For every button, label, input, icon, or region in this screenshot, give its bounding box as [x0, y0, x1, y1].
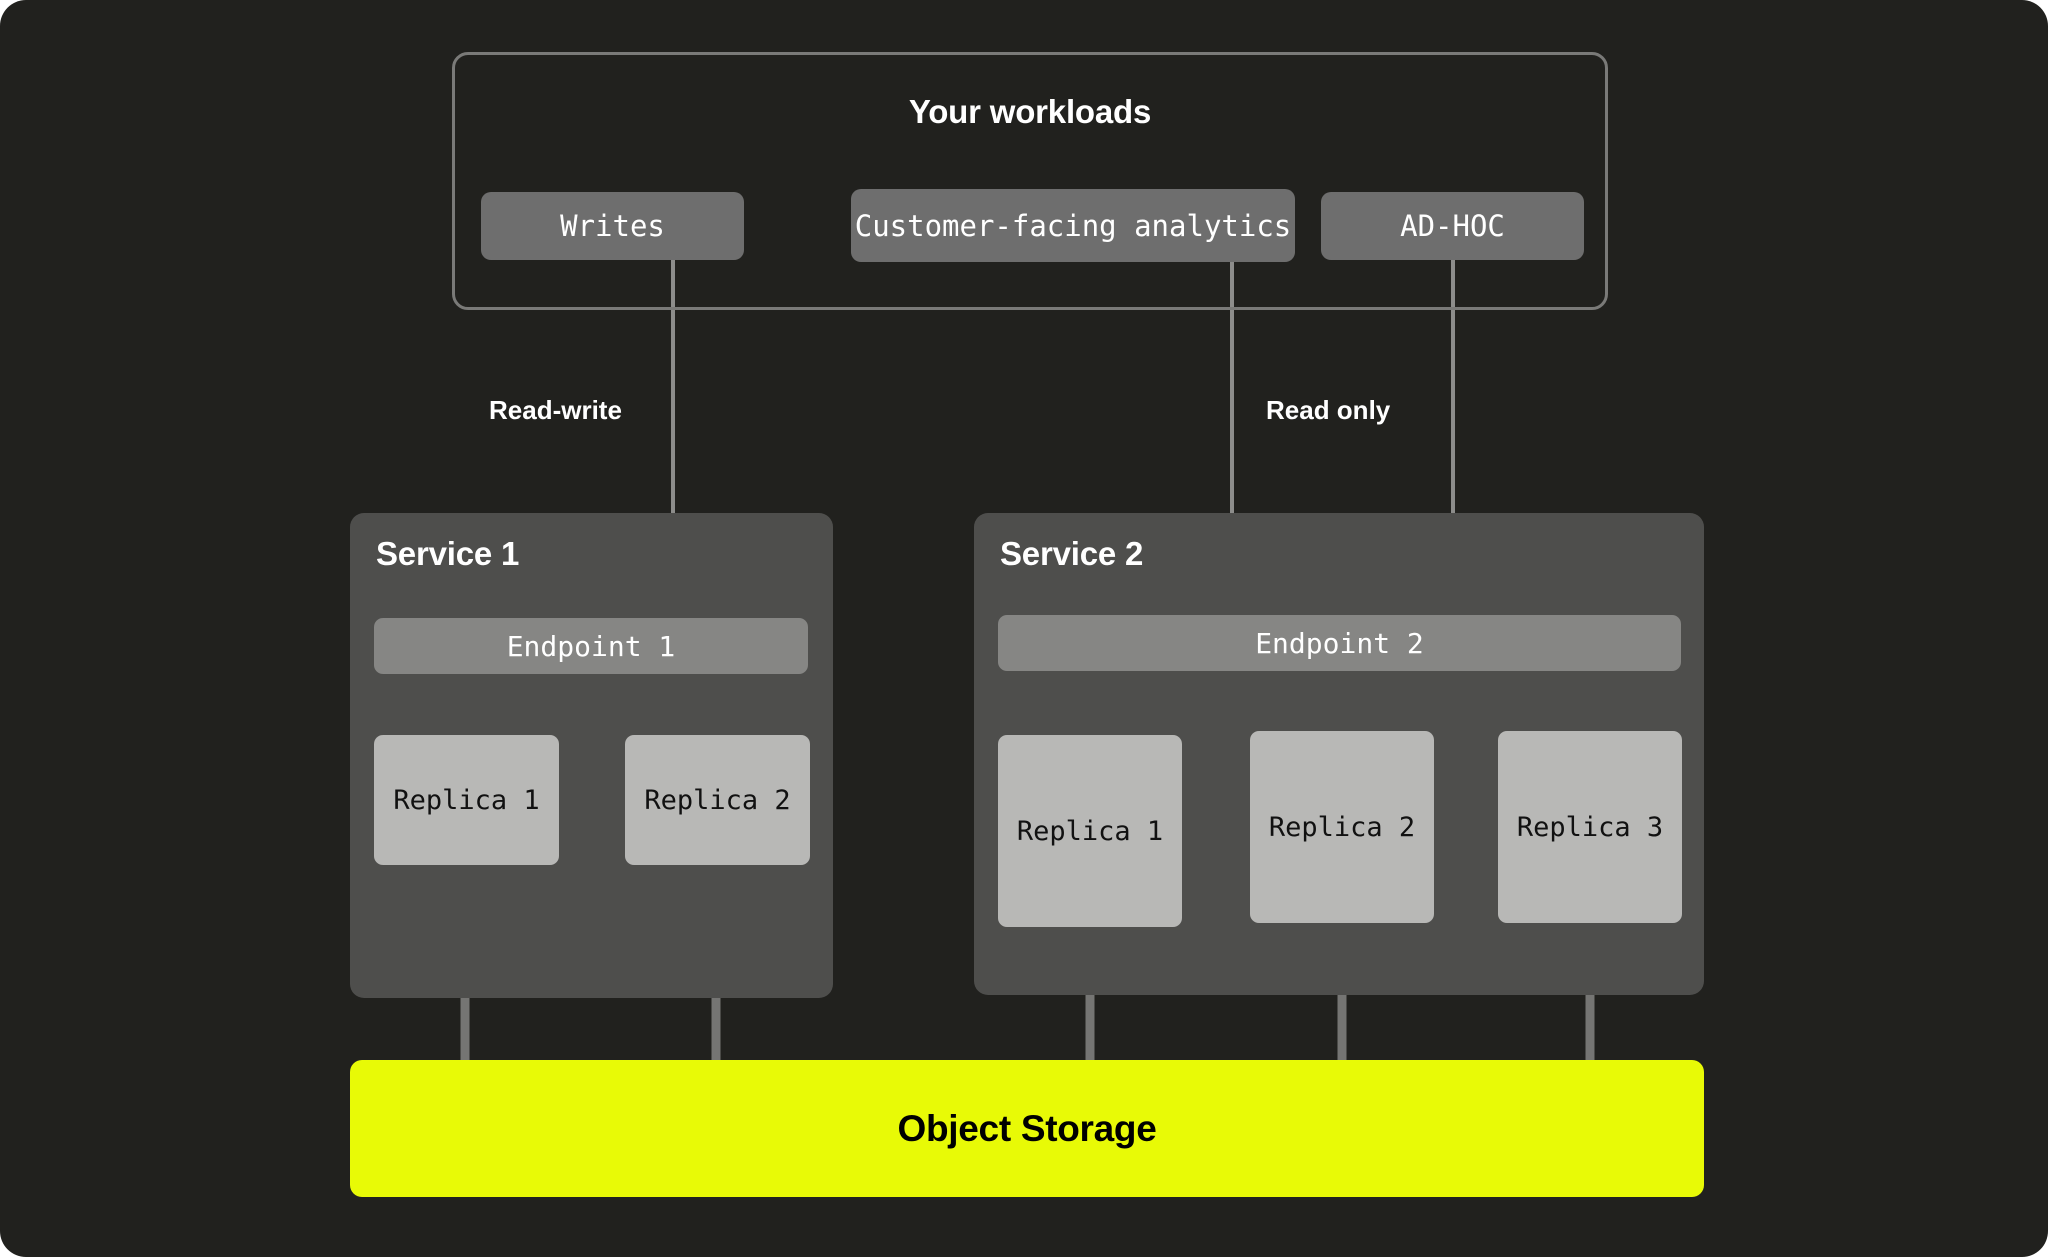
- object-storage-label: Object Storage: [897, 1107, 1157, 1149]
- service-2-replica-1-label: Replica 1: [1016, 815, 1164, 847]
- workload-label-ad-hoc: AD-HOC: [1400, 209, 1505, 243]
- object-storage-bar[interactable]: Object Storage: [350, 1060, 1704, 1197]
- workloads-frame: Your workloads: [452, 52, 1608, 310]
- service-panel-1: Service 1 Endpoint 1 Replica 1 Replica 2: [350, 513, 833, 998]
- service-panel-2: Service 2 Endpoint 2 Replica 1 Replica 2…: [974, 513, 1704, 995]
- workload-box-customer-facing-analytics[interactable]: Customer-facing analytics: [851, 189, 1295, 262]
- workloads-title: Your workloads: [908, 93, 1152, 130]
- service-2-replica-2-label: Replica 2: [1268, 811, 1416, 843]
- workload-label-writes: Writes: [560, 209, 665, 243]
- service-1-replica-1-label: Replica 1: [393, 784, 540, 816]
- workload-box-writes[interactable]: Writes: [481, 192, 744, 260]
- service-2-replica-3-label: Replica 3: [1516, 811, 1664, 843]
- edge-label-read-only: Read only: [1266, 395, 1391, 425]
- endpoint-2-label: Endpoint 2: [1255, 626, 1424, 660]
- endpoint-box-2[interactable]: Endpoint 2: [998, 615, 1681, 671]
- service-1-title: Service 1: [376, 535, 520, 572]
- service-1-replica-2-label: Replica 2: [644, 784, 791, 816]
- endpoint-1-label: Endpoint 1: [506, 629, 676, 663]
- workload-label-customer-facing-analytics: Customer-facing analytics: [854, 208, 1292, 243]
- service-1-replica-1[interactable]: Replica 1: [374, 735, 559, 865]
- endpoint-box-1[interactable]: Endpoint 1: [374, 618, 808, 674]
- service-2-title: Service 2: [1000, 535, 1144, 572]
- workload-box-ad-hoc[interactable]: AD-HOC: [1321, 192, 1584, 260]
- service-1-replica-2[interactable]: Replica 2: [625, 735, 810, 865]
- service-2-replica-2[interactable]: Replica 2: [1250, 731, 1434, 923]
- service-2-replica-1[interactable]: Replica 1: [998, 735, 1182, 927]
- service-2-replica-3[interactable]: Replica 3: [1498, 731, 1682, 923]
- edge-label-read-write: Read-write: [489, 395, 622, 425]
